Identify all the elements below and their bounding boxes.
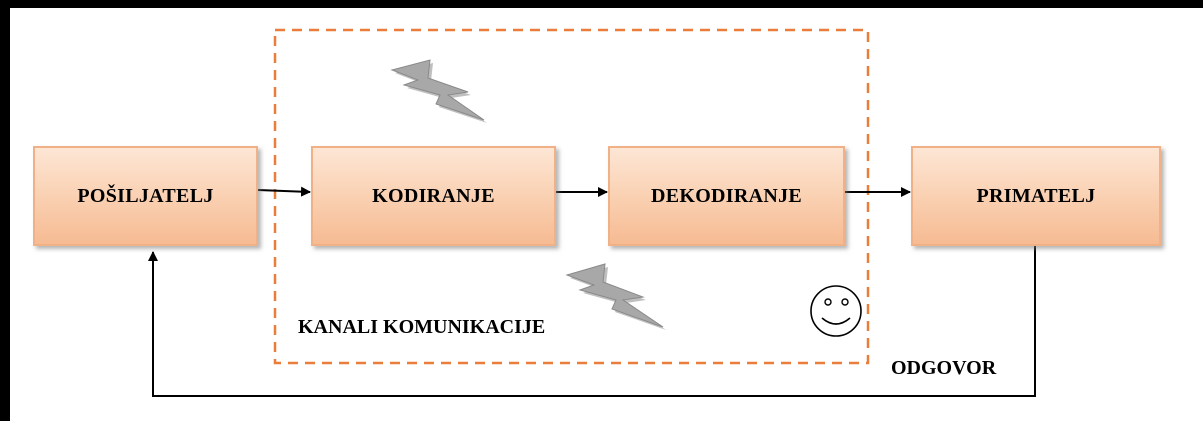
sender-node: POŠILJATELJ [33, 146, 258, 246]
frame-left-edge [0, 0, 10, 421]
frame-top-edge [0, 0, 1203, 8]
feedback-label: ODGOVOR [891, 357, 997, 379]
channel-label: KANALI KOMUNIKACIJE [298, 316, 546, 338]
lightning-bolt-icon [390, 59, 487, 123]
receiver-label: PRIMATELJ [976, 184, 1096, 207]
arrow-sender-to-encoding [257, 186, 311, 197]
encoding-node: KODIRANJE [311, 146, 556, 246]
smiley-face-icon [810, 285, 862, 337]
receiver-node: PRIMATELJ [911, 146, 1161, 246]
channel-boundary [273, 28, 870, 365]
sender-label: POŠILJATELJ [77, 184, 214, 207]
lightning-bolt-icon [565, 263, 666, 330]
decoding-node: DEKODIRANJE [608, 146, 845, 246]
feedback-arrow [148, 246, 1036, 397]
encoding-label: KODIRANJE [372, 184, 495, 207]
decoding-label: DEKODIRANJE [650, 184, 803, 207]
